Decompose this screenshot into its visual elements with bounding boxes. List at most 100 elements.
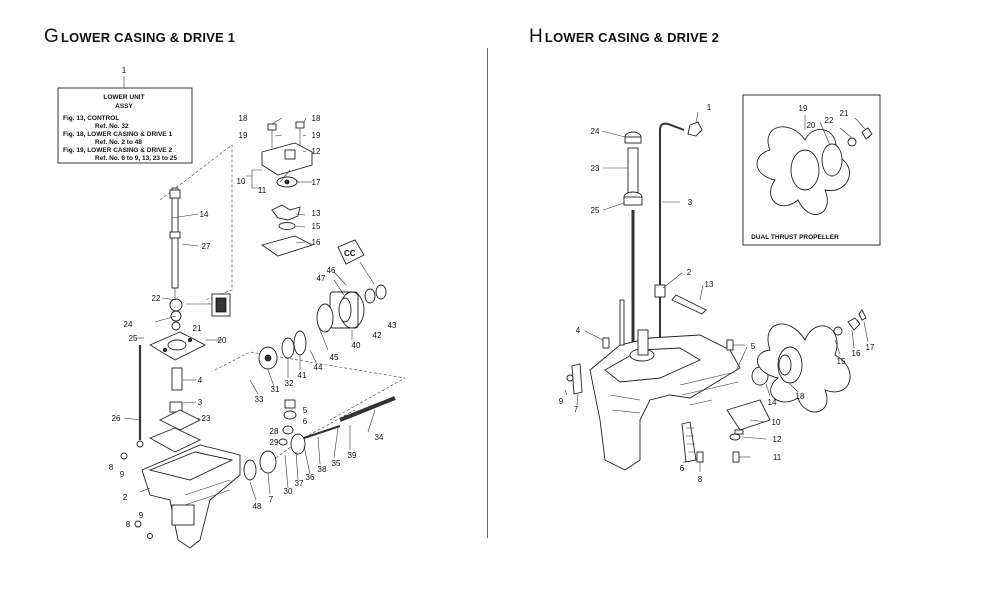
callout-label: 17 [866, 343, 875, 352]
callout-label: 12 [312, 147, 321, 156]
callout-label: 11 [258, 186, 267, 195]
trim-tab-part [681, 421, 697, 463]
panel-letter: H [529, 26, 543, 47]
lower-casing [141, 444, 241, 549]
callout-label: 34 [375, 433, 384, 442]
callout-label: 35 [332, 459, 341, 468]
callout-label: 18 [312, 114, 321, 123]
callout-label: 29 [270, 438, 279, 447]
callout-label: 21 [840, 109, 849, 118]
callout-label: 16 [312, 238, 321, 247]
callout-label: 9 [120, 470, 125, 479]
callout-label: 23 [202, 414, 211, 423]
callout-label: 28 [270, 427, 279, 436]
callout-label: 4 [576, 326, 581, 335]
gasket-part [158, 409, 202, 431]
callout-label: 38 [318, 465, 327, 474]
callout-label: 6 [303, 417, 308, 426]
seal-kit-box [186, 293, 231, 317]
callout-label: 14 [768, 398, 777, 407]
callout-label: 10 [237, 177, 246, 186]
callout-label: 11 [773, 453, 782, 462]
callout-label: 36 [306, 473, 315, 482]
assy-line-3: Fig. 13, CONTROL [63, 115, 119, 122]
callout-label: 40 [352, 341, 361, 350]
callout-label: 4 [198, 376, 203, 385]
callout-label: 16 [852, 349, 861, 358]
callout-label: 24 [591, 127, 600, 136]
callout-label: 21 [193, 324, 202, 333]
callout-label: 25 [129, 334, 138, 343]
right-diagram: 19 22 21 20 DUAL THRUST PROPELLER [559, 94, 881, 484]
callout-label: 20 [807, 121, 816, 130]
drive-shaft [169, 187, 181, 298]
water-pump-group [260, 121, 314, 257]
propeller-shaft-housing [258, 291, 365, 370]
assy-line-2: ASSY [115, 103, 133, 110]
callout-label: 17 [312, 178, 321, 187]
callout-label: 32 [285, 379, 294, 388]
callout-label: 13 [705, 280, 714, 289]
callout-label: 43 [388, 321, 397, 330]
callout-label: 10 [772, 418, 781, 427]
callout-label: 30 [284, 487, 293, 496]
panel-title-text: LOWER CASING & DRIVE 2 [544, 30, 720, 45]
callout-label: 27 [202, 242, 211, 251]
callout-label: 18 [239, 114, 248, 123]
drive-shaft-parts [623, 131, 643, 350]
callout-label: 42 [373, 331, 382, 340]
oil-seal-housing [149, 331, 206, 361]
callout-label: 8 [109, 463, 114, 472]
callout-label: 6 [680, 464, 685, 473]
callout-label: 15 [837, 357, 846, 366]
panel-divider [487, 48, 488, 538]
callout-label: 46 [327, 266, 336, 275]
callout-label: 22 [152, 294, 161, 303]
callout-label: 12 [773, 435, 782, 444]
bearing-part [169, 298, 183, 312]
callout-label: 7 [574, 405, 579, 414]
callout-label: 24 [124, 320, 133, 329]
callout-label: 8 [126, 520, 131, 529]
callout-label: 41 [298, 371, 307, 380]
callout-label: 19 [239, 131, 248, 140]
propeller-shaft [243, 396, 396, 481]
callout-label: 1 [122, 66, 127, 75]
left-diagram: LOWER UNIT ASSY Fig. 13, CONTROL Ref. No… [57, 66, 406, 549]
callout-label: 9 [139, 511, 144, 520]
dual-thrust-propeller-inset: 19 22 21 20 DUAL THRUST PROPELLER [742, 94, 881, 246]
anode-part [726, 399, 771, 435]
callout-label: 39 [348, 451, 357, 460]
callout-label: 45 [330, 353, 339, 362]
callout-label: 5 [303, 406, 308, 415]
panel-letter: G [44, 26, 59, 47]
panel-title-text: LOWER CASING & DRIVE 1 [60, 30, 236, 45]
assy-line-6: Ref. No. 2 to 48 [95, 139, 142, 146]
assy-line-8: Ref. No. 6 to 9, 13, 23 to 25 [95, 155, 177, 162]
callout-label: 22 [825, 116, 834, 125]
assy-line-4: Ref. No. 32 [95, 123, 129, 130]
assy-line-5: Fig. 18, LOWER CASING & DRIVE 1 [63, 131, 172, 138]
callout-label: 23 [591, 164, 600, 173]
callout-label: 8 [698, 475, 703, 484]
callout-label: 5 [751, 342, 756, 351]
callout-label: 37 [295, 479, 304, 488]
callout-label: 26 [112, 414, 121, 423]
callout-label: 1 [707, 103, 712, 112]
callout-label: 2 [687, 268, 692, 277]
callout-label: 3 [688, 198, 693, 207]
callout-label: 19 [312, 131, 321, 140]
callout-label: 47 [317, 274, 326, 283]
callout-label: 18 [796, 392, 805, 401]
callout-label: 13 [312, 209, 321, 218]
callout-label: 20 [218, 336, 227, 345]
callout-label: 7 [269, 495, 274, 504]
callout-label: 19 [799, 104, 808, 113]
impeller-part [271, 204, 301, 221]
callout-label: 33 [255, 395, 264, 404]
callout-label: 2 [123, 493, 128, 502]
callout-label: 31 [271, 385, 280, 394]
